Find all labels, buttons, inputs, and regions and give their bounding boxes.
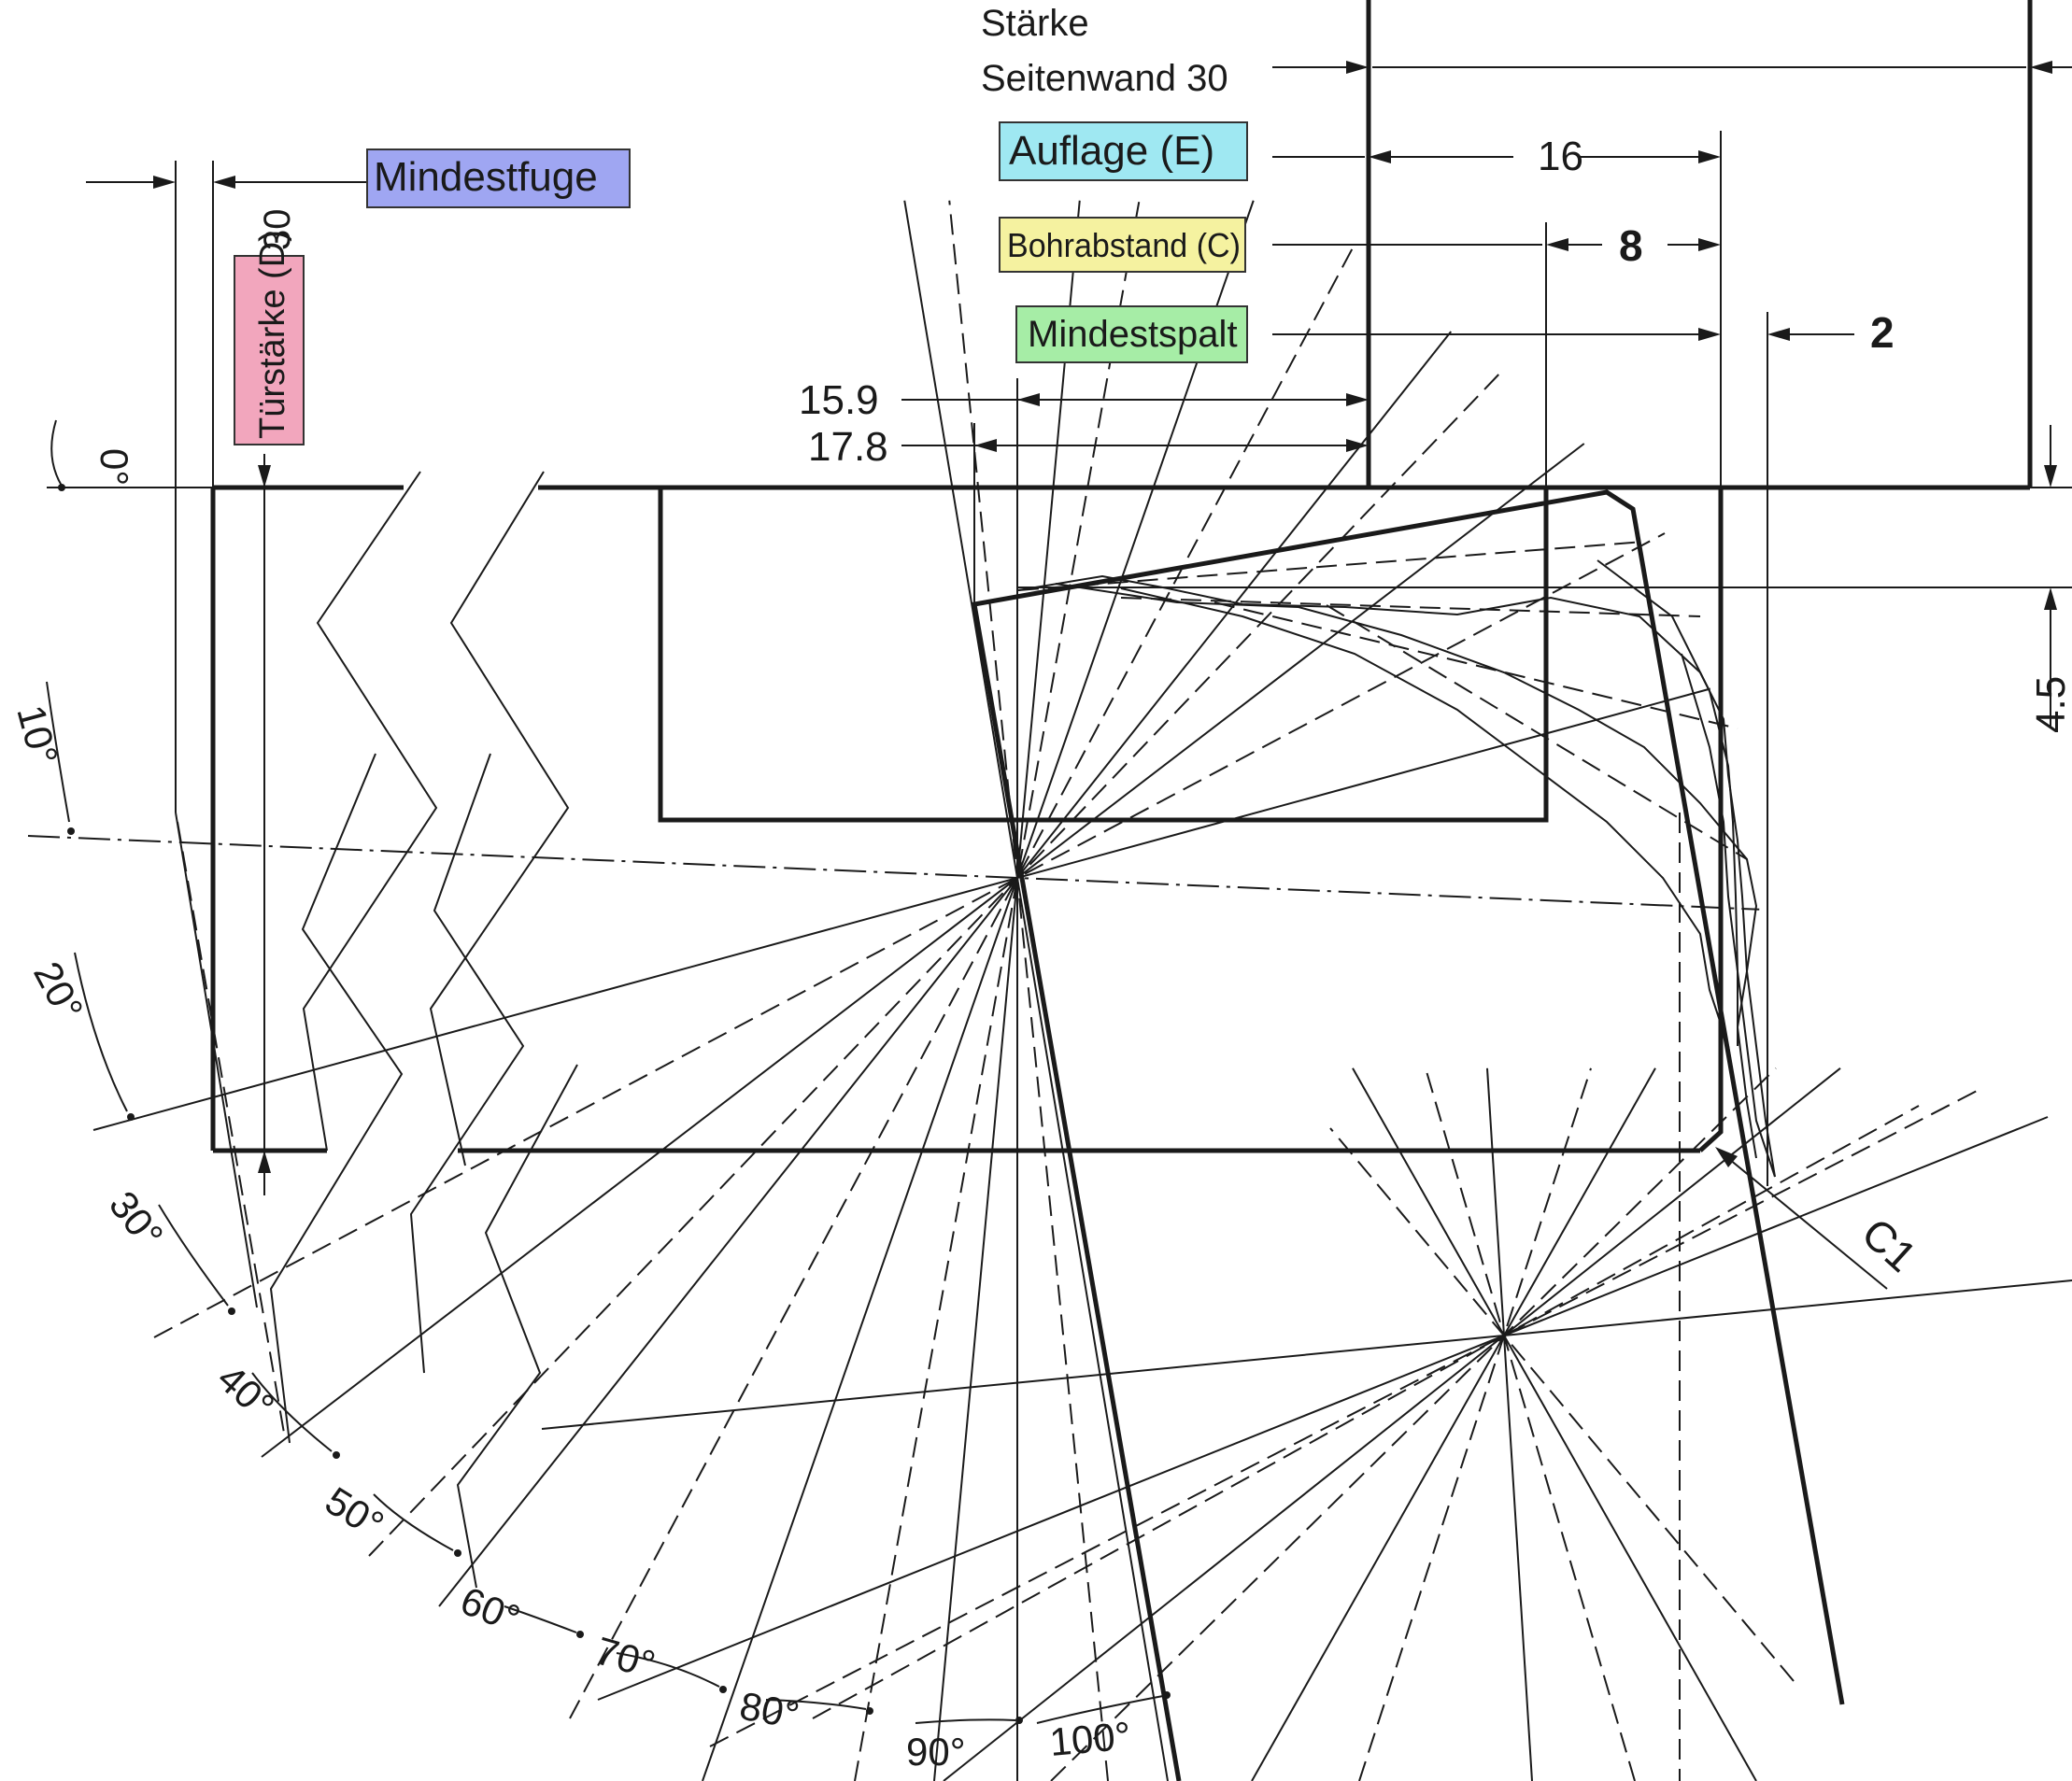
mindestfuge-box [366,148,631,208]
swing-line [27,835,1760,911]
swing-line [854,200,1141,1781]
angle-labels: 0°10°20°30°40°50°60°70°80°90°100° [8,448,1132,1774]
swing-line [1425,1067,1636,1781]
dim-15-9: 15.9 [799,377,879,423]
swing-line [1358,1067,1592,1781]
swing-line [1251,1067,1656,1781]
door-swing-open [972,489,1845,1781]
dim-bohrabstand: 8 [1619,221,1643,270]
swing-line [1120,597,1701,617]
angle-arrowhead [333,1451,340,1459]
angle-arrowhead [576,1631,584,1638]
swing-line [933,200,1081,1781]
angle-label: 30° [101,1183,172,1257]
mindestspalt-box [1015,305,1248,363]
swing-line [541,1279,2072,1430]
swing-line [702,200,1255,1781]
door-edge-line [177,821,286,1439]
tuerstaerke-value: 30 [257,209,298,251]
angle-arc [50,419,63,487]
angle-arrowhead [58,484,65,491]
swing-line [1017,541,1645,591]
door-edge-line [175,812,258,1308]
angle-arc [74,952,128,1112]
swing-line [1050,1067,1777,1781]
bohrabstand-label: Bohrabstand (C) [1007,226,1241,264]
swing-line [1213,601,1738,729]
angle-label: 90° [906,1730,966,1774]
angle-label: 100° [1048,1714,1133,1764]
auflage-box [999,121,1248,181]
dimension-lines [86,61,2072,1781]
swing-line [569,247,1355,1719]
swing-line [153,532,1666,1338]
angle-arrowhead [866,1707,873,1715]
break-marks [269,471,578,1589]
angle-arc [251,1372,333,1452]
angle-label: 20° [25,954,92,1027]
angle-label: 70° [591,1628,660,1687]
swing-line [948,200,1109,1781]
angle-arc [616,1652,720,1688]
angle-arc [915,1718,1016,1724]
angle-arrowhead [127,1113,135,1121]
hinge-arm-outlines [1017,559,1776,1178]
bohrabstand-box [999,217,1246,273]
angle-arrowhead [1015,1717,1023,1724]
tuerstaerke-box [234,255,305,445]
dim-17-8: 17.8 [808,424,888,470]
angle-label: 10° [8,700,66,770]
angle-arc [46,681,70,823]
angle-arc [158,1204,229,1307]
staerke-label-2: Seitenwand 30 [981,58,1228,99]
angle-arcs [46,419,1171,1724]
tuerstaerke-label: Türstärke (D) [253,230,292,439]
auflage-label: Auflage (E) [1009,128,1214,174]
swing-line [261,443,1585,1458]
swing-fan-lines [27,200,2072,1781]
angle-arc [1036,1695,1164,1724]
swing-line [1326,604,1748,860]
angle-arrowhead [454,1549,461,1557]
labels: Stärke Seitenwand 30 Mindestfuge Auflage… [234,3,2072,1281]
door-panel [47,485,2072,1153]
angle-arc [504,1605,577,1633]
swing-line [1486,1067,1533,1781]
angle-label: 0° [92,448,136,486]
angle-arrowhead [1163,1691,1171,1699]
angle-label: 60° [455,1578,526,1641]
angle-label: 80° [736,1684,802,1737]
swing-line [438,331,1453,1607]
swing-line [368,368,1505,1557]
angle-arrowhead [67,827,75,835]
swing-line [1352,1067,1757,1781]
swing-line [903,200,1169,1781]
swing-line [812,1105,1920,1719]
dim-4-5: 4.5 [2028,676,2072,733]
swing-line [92,687,1711,1131]
angle-arrowhead [228,1307,235,1315]
angle-arc [765,1699,867,1710]
mindestfuge-label: Mindestfuge [374,154,598,200]
angle-label: 50° [318,1478,391,1548]
dim-mindestspalt: 2 [1870,308,1895,357]
angle-arc [373,1493,454,1551]
mindestspalt-label: Mindestspalt [1028,314,1238,355]
swing-line [597,1116,2049,1701]
dim-auflage: 16 [1538,134,1583,179]
swing-line [1329,1127,1795,1682]
swing-line [943,1067,1841,1781]
staerke-label-1: Stärke [981,3,1089,44]
angle-arrowhead [719,1686,727,1693]
